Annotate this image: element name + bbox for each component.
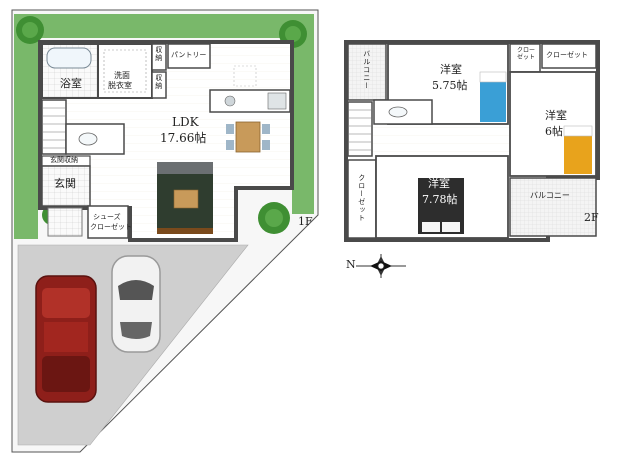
grass-strip-right	[292, 14, 314, 214]
house-2f	[344, 40, 600, 242]
entrance	[41, 165, 91, 207]
label-bath: 浴室	[60, 77, 82, 90]
label-western-right: 洋室	[545, 109, 567, 122]
label-washroom-1: 洗面	[114, 71, 130, 80]
label-master: 洋室	[428, 177, 450, 190]
western-room-right	[509, 71, 597, 177]
toilet-icon	[78, 132, 98, 146]
label-balcony-bottom: バルコニー	[530, 191, 570, 200]
label-closet-small: クロー ゼット	[516, 47, 535, 61]
label-north: N	[346, 258, 356, 271]
porch	[47, 207, 83, 237]
label-pantry: パントリー	[171, 51, 207, 59]
compass-rose	[356, 254, 406, 278]
closet-left	[347, 159, 377, 239]
stairs-2f	[347, 101, 373, 157]
toilet-room	[65, 123, 125, 155]
house-1f	[38, 40, 294, 242]
toilet-icon	[388, 106, 408, 118]
label-master-size: 7.78帖	[422, 193, 458, 206]
label-western-top-size: 5.75帖	[432, 79, 468, 92]
dining-table	[235, 121, 261, 153]
label-western-right-size: 6帖	[545, 125, 563, 138]
car-red	[35, 275, 97, 403]
label-storage-bottom: 収納	[154, 74, 163, 90]
closet-top	[541, 43, 597, 69]
storage-bottom	[151, 71, 167, 99]
label-entrance-storage: 玄関収納	[50, 156, 78, 164]
coffee-table	[173, 189, 199, 209]
sink-icon	[224, 95, 236, 107]
label-shoe-closet-1: シューズ	[93, 213, 121, 221]
stove-icon	[267, 92, 287, 110]
grass-strip-top	[14, 14, 314, 38]
label-shoe-closet-2: クローゼット	[90, 223, 132, 231]
car-white	[111, 255, 161, 353]
washroom	[97, 43, 153, 99]
label-storage-top: 収納	[154, 46, 163, 62]
label-closet-top: クローゼット	[546, 51, 588, 59]
label-closet-left: クローゼット	[357, 174, 366, 222]
sofa	[157, 162, 213, 174]
tv-board	[157, 228, 213, 234]
grass-strip-left	[14, 14, 38, 239]
label-washroom-2: 脱衣室	[108, 81, 132, 90]
label-entrance: 玄関	[54, 177, 76, 190]
label-floor-2f: 2F	[584, 211, 599, 224]
closet-small	[509, 43, 541, 73]
balcony-bottom	[509, 177, 597, 237]
label-ldk: LDK	[172, 115, 199, 129]
balcony-top	[347, 43, 387, 101]
pantry	[167, 43, 211, 69]
label-ldk-size: 17.66帖	[160, 131, 207, 145]
label-western-top: 洋室	[440, 63, 462, 76]
storage-top	[151, 43, 167, 71]
label-balcony-top: バルコニー	[362, 50, 371, 90]
bathtub	[46, 47, 92, 69]
shoe-closet	[87, 205, 129, 239]
label-floor-1f: 1F	[298, 215, 313, 228]
